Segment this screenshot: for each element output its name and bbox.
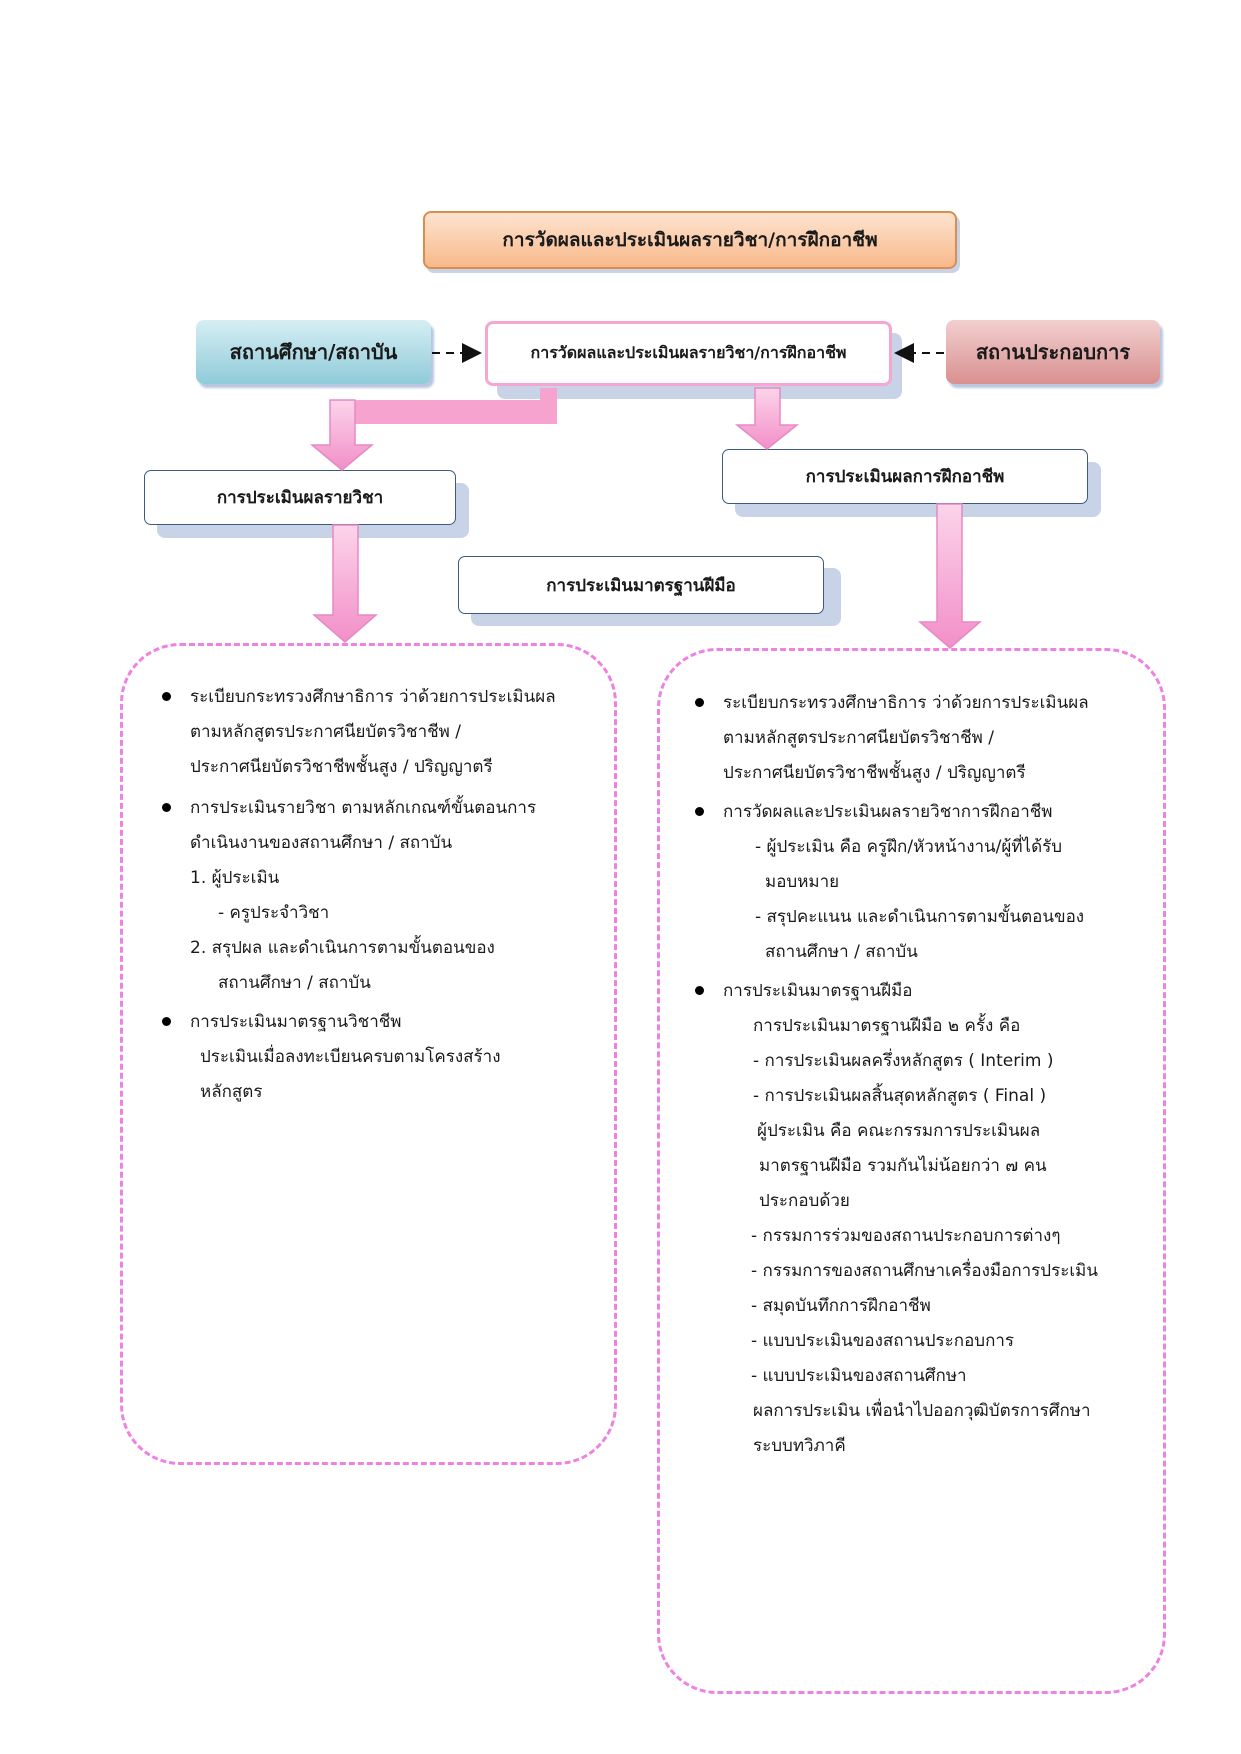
center-evaluation-label: การวัดผลและประเมินผลรายวิชา/การฝึกอาชีพ <box>530 343 847 362</box>
bullet-dot <box>695 986 704 995</box>
left-branch-label: การประเมินผลรายวิชา <box>216 488 384 508</box>
right-bullet-1: ระเบียบกระทรวงศึกษาธิการ ว่าด้วยการประเม… <box>693 686 1153 791</box>
right-bullet-3-title: การประเมินมาตรฐานฝีมือ <box>723 981 913 1001</box>
right-member-1: - กรรมการร่วมของสถานประกอบการต่างๆ <box>751 1226 1061 1246</box>
block-arrow-to-left-branch <box>309 399 375 471</box>
left-bullet-2-line-2: ดำเนินงานของสถานศึกษา / สถาบัน <box>190 833 453 853</box>
right-evaluators-line-3: ประกอบด้วย <box>759 1191 850 1211</box>
diagram-title-text: การวัดผลและประเมินผลรายวิชา/การฝึกอาชีพ <box>502 229 878 251</box>
right-member-2: - กรรมการของสถานศึกษาเครื่องมือการประเมิ… <box>751 1261 1098 1281</box>
left-bullet-1-line-3: ประกาศนียบัตรวิชาชีพชั้นสูง / ปริญญาตรี <box>190 757 493 777</box>
right-dashed-panel <box>657 648 1166 1694</box>
right-evaluators-line-2: มาตรฐานฝีมือ รวมกันไม่น้อยกว่า ๗ คน <box>759 1156 1047 1176</box>
left-branch-node: การประเมินผลรายวิชา <box>144 470 456 525</box>
right-bullet-3-intro: การประเมินมาตรฐานฝีมือ ๒ ครั้ง คือ <box>753 1016 1021 1036</box>
right-bullet-2: การวัดผลและประเมินผลรายวิชาการฝึกอาชีพ -… <box>693 795 1153 970</box>
right-bullet-2-sub-1: - ผู้ประเมิน คือ ครูฝึก/หัวหน้างาน/ผู้ที… <box>755 837 1063 857</box>
left-item-1: 1. ผู้ประเมิน <box>190 868 280 888</box>
right-result-line-1: ผลการประเมิน เพื่อนำไปออกวุฒิบัตรการศึกษ… <box>753 1401 1091 1421</box>
left-item-2-cont: สถานศึกษา / สถาบัน <box>218 973 371 993</box>
left-bullet-1: ระเบียบกระทรวงศึกษาธิการ ว่าด้วยการประเม… <box>160 680 600 785</box>
bullet-dot <box>695 698 704 707</box>
connector-stub <box>540 388 557 408</box>
right-member-3: - สมุดบันทึกการฝึกอาชีพ <box>751 1296 931 1316</box>
right-bullet-1-line-3: ประกาศนียบัตรวิชาชีพชั้นสูง / ปริญญาตรี <box>723 763 1026 783</box>
bullet-dot <box>162 692 171 701</box>
block-arrow-to-right-panel <box>917 503 983 649</box>
right-panel-content: ระเบียบกระทรวงศึกษาธิการ ว่าด้วยการประเม… <box>693 686 1153 1464</box>
right-evaluators-line-1: ผู้ประเมิน คือ คณะกรรมการประเมินผล <box>757 1121 1041 1141</box>
source-school: สถานศึกษา/สถาบัน <box>196 320 431 384</box>
left-bullet-3-line-2: หลักสูตร <box>200 1082 263 1102</box>
left-bullet-2: การประเมินรายวิชา ตามหลักเกณฑ์ขั้นตอนการ… <box>160 791 600 1001</box>
connector-horizontal <box>355 400 557 424</box>
left-bullet-1-line-1: ระเบียบกระทรวงศึกษาธิการ ว่าด้วยการประเม… <box>190 687 556 707</box>
left-dashed-panel <box>120 643 617 1465</box>
right-branch-label: การประเมินผลการฝึกอาชีพ <box>805 467 1005 487</box>
right-bullet-2-sub-2: - สรุปคะแนน และดำเนินการตามขั้นตอนของ <box>755 907 1085 927</box>
right-bullet-1-line-1: ระเบียบกระทรวงศึกษาธิการ ว่าด้วยการประเม… <box>723 693 1089 713</box>
right-branch-node: การประเมินผลการฝึกอาชีพ <box>722 449 1088 504</box>
left-bullet-3-line-1: ประเมินเมื่อลงทะเบียนครบตามโครงสร้าง <box>200 1047 501 1067</box>
left-panel-content: ระเบียบกระทรวงศึกษาธิการ ว่าด้วยการประเม… <box>160 680 600 1110</box>
source-school-label: สถานศึกษา/สถาบัน <box>229 340 398 364</box>
right-bullet-3: การประเมินมาตรฐานฝีมือ การประเมินมาตรฐาน… <box>693 974 1153 1464</box>
block-arrow-to-right-branch <box>734 387 800 450</box>
left-bullet-3: การประเมินมาตรฐานวิชาชีพ ประเมินเมื่อลงท… <box>160 1005 600 1110</box>
left-item-2: 2. สรุปผล และดำเนินการตามขั้นตอนของ <box>190 938 495 958</box>
bullet-dot <box>162 803 171 812</box>
left-bullet-2-line-1: การประเมินรายวิชา ตามหลักเกณฑ์ขั้นตอนการ <box>190 798 537 818</box>
right-result-line-2: ระบบทวิภาคี <box>753 1436 846 1456</box>
left-item-1-sub: - ครูประจำวิชา <box>218 903 330 923</box>
right-bullet-2-title: การวัดผลและประเมินผลรายวิชาการฝึกอาชีพ <box>723 802 1053 822</box>
right-bullet-2-sub-1-cont: มอบหมาย <box>765 872 840 892</box>
bullet-dot <box>162 1017 171 1026</box>
middle-node: การประเมินมาตรฐานฝีมือ <box>458 556 824 614</box>
left-bullet-3-title: การประเมินมาตรฐานวิชาชีพ <box>190 1012 402 1032</box>
right-member-5: - แบบประเมินของสถานศึกษา <box>751 1366 967 1386</box>
right-bullet-1-line-2: ตามหลักสูตรประกาศนียบัตรวิชาชีพ / <box>723 728 994 748</box>
source-enterprise: สถานประกอบการ <box>946 320 1160 384</box>
left-bullet-1-line-2: ตามหลักสูตรประกาศนียบัตรวิชาชีพ / <box>190 722 461 742</box>
middle-node-label: การประเมินมาตรฐานฝีมือ <box>546 575 736 596</box>
bullet-dot <box>695 807 704 816</box>
center-evaluation-box: การวัดผลและประเมินผลรายวิชา/การฝึกอาชีพ <box>485 321 892 386</box>
right-bullet-2-sub-2-cont: สถานศึกษา / สถาบัน <box>765 942 918 962</box>
right-member-4: - แบบประเมินของสถานประกอบการ <box>751 1331 1015 1351</box>
right-bullet-3-sub-2: - การประเมินผลสิ้นสุดหลักสูตร ( Final ) <box>753 1086 1047 1106</box>
block-arrow-to-left-panel <box>311 524 379 643</box>
diagram-title: การวัดผลและประเมินผลรายวิชา/การฝึกอาชีพ <box>423 211 957 269</box>
right-bullet-3-sub-1: - การประเมินผลครึ่งหลักสูตร ( Interim ) <box>753 1051 1054 1071</box>
source-enterprise-label: สถานประกอบการ <box>975 340 1131 364</box>
